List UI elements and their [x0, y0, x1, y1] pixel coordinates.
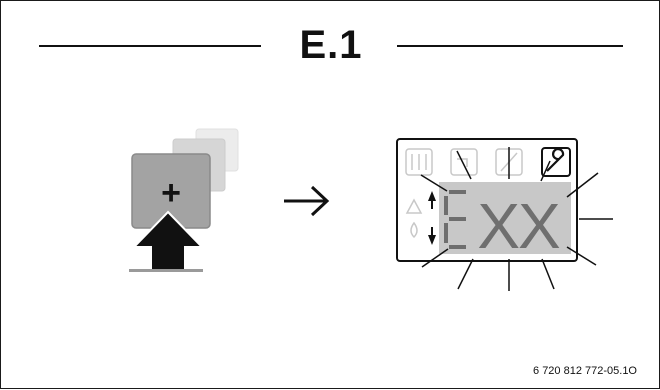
wrench-icon	[541, 147, 571, 177]
warning-icon	[405, 198, 423, 214]
flame-icon	[410, 221, 418, 239]
radiator-icon	[405, 148, 433, 176]
step-title: E.1	[299, 23, 363, 67]
title-rule-right	[397, 45, 623, 47]
plus-symbol: +	[161, 174, 181, 212]
plus-button-stack: +	[129, 128, 239, 272]
flash-rays	[420, 147, 613, 291]
press-base	[129, 269, 203, 272]
title-rule-left	[39, 45, 261, 47]
up-down-arrows-icon	[428, 191, 436, 245]
right-arrow-icon	[284, 185, 330, 217]
boiler-display: XX	[396, 138, 613, 291]
faint-digit	[444, 190, 466, 249]
display-digits: XX	[477, 190, 560, 262]
figure-code: 6 720 812 772-05.1O	[533, 365, 637, 377]
